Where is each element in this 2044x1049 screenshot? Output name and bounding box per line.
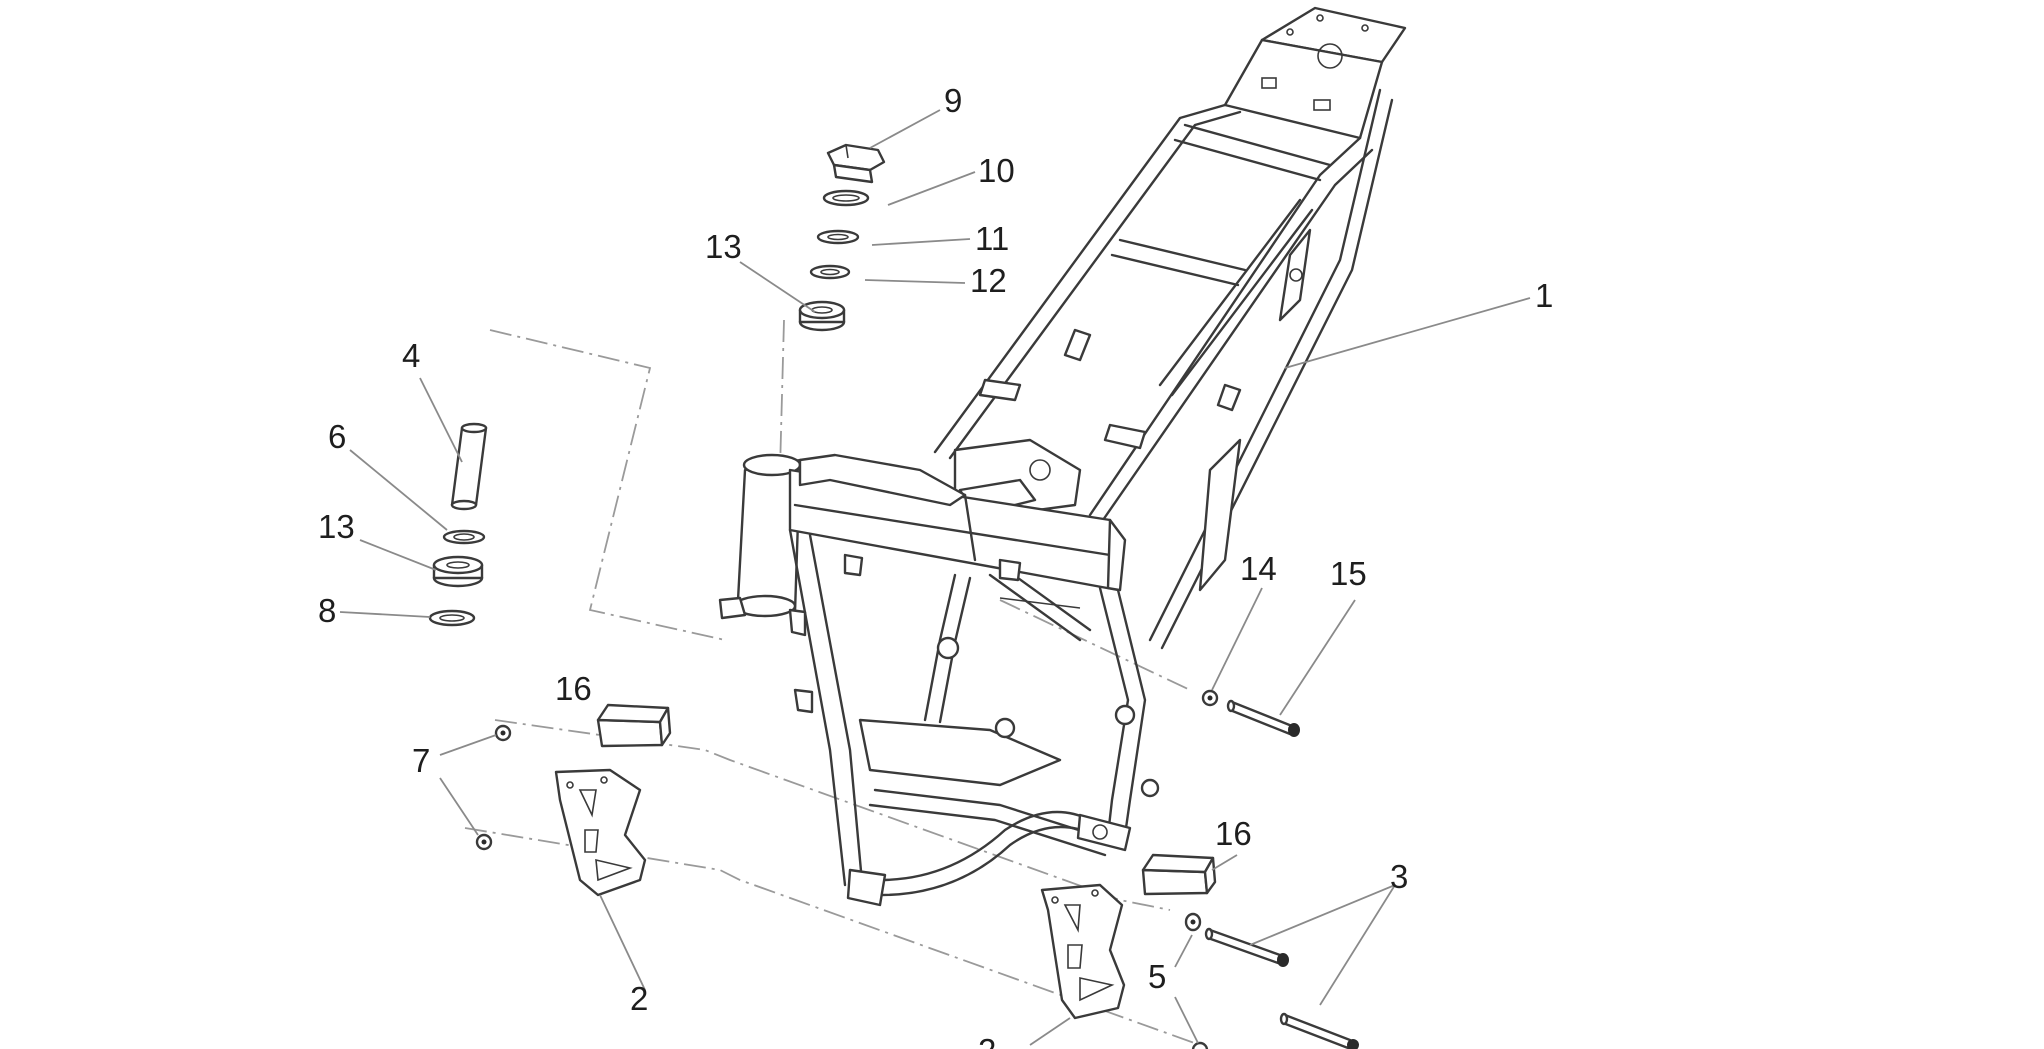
part-13-bearing-lower [432,555,484,588]
callout-labels: 1 2 2 3 4 5 6 7 8 9 10 11 12 13 13 14 15… [318,82,1553,1049]
part-2-bracket-right [1040,883,1126,1020]
callout-7: 7 [412,742,430,779]
part-15-bolt [1226,699,1300,737]
part-13-bearing-upper [798,300,846,332]
callout-13b: 13 [318,508,355,545]
part-16-pad-left [596,703,672,748]
callout-1: 1 [1535,277,1553,314]
part-10-washer [822,189,870,207]
part-9-nut [826,143,886,184]
part-12-washer [809,264,851,280]
callout-15: 15 [1330,555,1367,592]
part-8-washer [428,609,476,627]
part-5-washer-lower [1191,1041,1209,1049]
callout-8: 8 [318,592,336,629]
steering-stem-parts [798,143,886,332]
callout-3: 3 [1390,858,1408,895]
part-2-bracket-left [554,768,647,897]
part-3-bolt-lower [1279,1012,1359,1049]
callout-2b: 2 [978,1032,996,1049]
part-4-tube [450,422,488,511]
callout-14: 14 [1240,550,1277,587]
callout-9: 9 [944,82,962,119]
main-frame [718,6,1407,907]
callout-4: 4 [402,337,420,374]
callout-2a: 2 [630,980,648,1017]
part-16-pad-right [1141,853,1217,896]
callout-12: 12 [970,262,1007,299]
part-3-bolt-upper [1204,927,1289,967]
callout-5: 5 [1148,958,1166,995]
part-11-washer [816,229,860,245]
leader-lines [339,109,1531,1046]
callout-16a: 16 [555,670,592,707]
callout-13a: 13 [705,228,742,265]
part-6-washer [442,529,486,545]
mount-parts [475,689,1359,1049]
callout-10: 10 [978,152,1015,189]
callout-16b: 16 [1215,815,1252,852]
left-stem-parts [428,422,488,627]
callout-11: 11 [975,220,1009,257]
callout-6: 6 [328,418,346,455]
